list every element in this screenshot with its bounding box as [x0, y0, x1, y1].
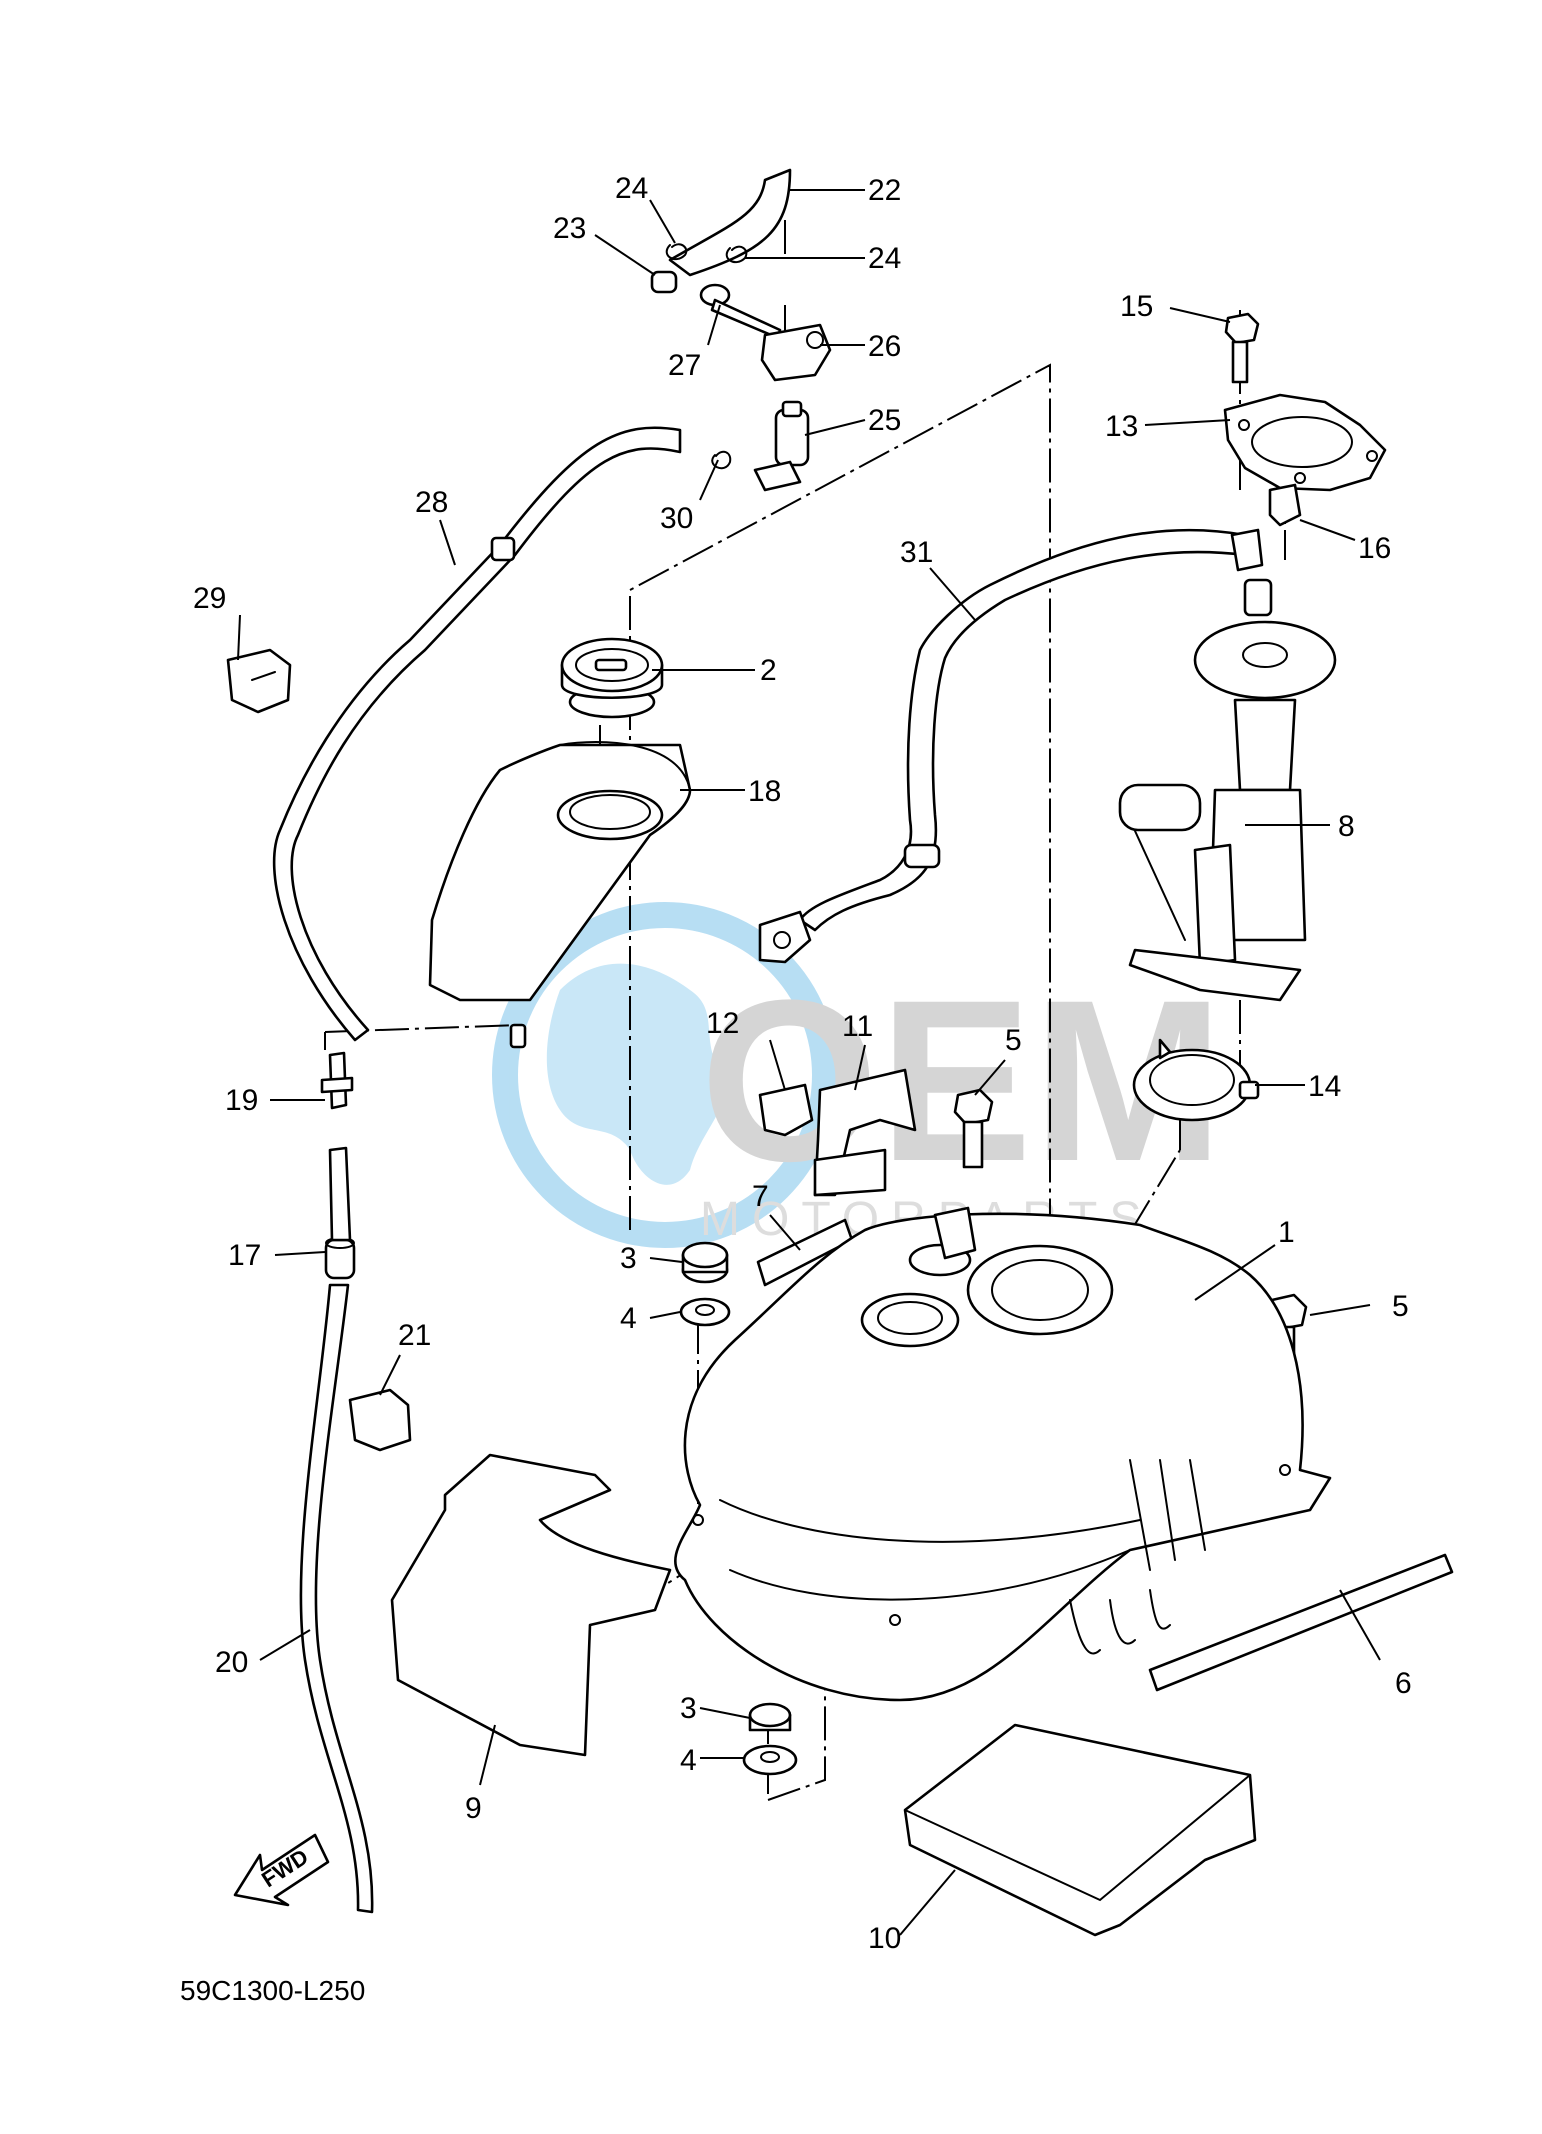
callout-29: 29 [193, 582, 226, 615]
part-3-nut [681, 1241, 729, 1284]
part-3-nut-lower [748, 1702, 792, 1732]
part-19-fitting [320, 1051, 354, 1110]
part-5-bolt [953, 1088, 994, 1169]
callout-27: 27 [668, 349, 701, 382]
callout-24: 24 [868, 242, 901, 275]
part-4-washer [679, 1297, 731, 1327]
callout-19: 19 [225, 1084, 258, 1117]
callout-20: 20 [215, 1646, 248, 1679]
callout-6: 6 [1395, 1667, 1412, 1700]
part-14-ring [1132, 1038, 1260, 1122]
part-22-breather-hose [668, 168, 792, 277]
part-12-clip [758, 1083, 814, 1137]
part-25-valve [753, 400, 810, 492]
callout-21: 21 [398, 1319, 431, 1352]
part-11-pad [813, 1068, 917, 1197]
part-18-tank-cover [428, 741, 692, 1049]
fwd-arrow-icon: FWD [233, 1833, 330, 1907]
part-21-clamp [348, 1388, 412, 1452]
watermark-globe-icon [492, 902, 838, 1248]
callout-4: 4 [680, 1744, 697, 1777]
part-23-cap [650, 270, 678, 294]
callout-16: 16 [1358, 532, 1391, 565]
callout-18: 18 [748, 775, 781, 808]
callouts: 22 24 24 23 27 26 25 30 28 29 31 2 18 15… [193, 172, 1412, 1955]
part-31-fuel-hose [758, 528, 1264, 964]
callout-26: 26 [868, 330, 901, 363]
callout-5: 5 [1392, 1290, 1409, 1323]
part-30-clip [711, 450, 732, 470]
callout-15: 15 [1120, 290, 1153, 323]
part-20-drain-hose [299, 1146, 374, 1914]
callout-3: 3 [620, 1242, 637, 1275]
callout-17: 17 [228, 1239, 261, 1272]
callout-12: 12 [706, 1007, 739, 1040]
leader-lines [237, 189, 1381, 1936]
callout-7: 7 [752, 1180, 769, 1213]
part-13-plate [1223, 393, 1387, 492]
part-29-clamp [226, 648, 292, 714]
callout-1: 1 [1278, 1216, 1295, 1249]
part-28-hose [272, 426, 682, 1042]
callout-14: 14 [1308, 1070, 1341, 1103]
callout-2: 2 [760, 654, 777, 687]
part-10-pad [903, 1723, 1257, 1937]
part-9-cover [390, 1453, 672, 1757]
callout-25: 25 [868, 404, 901, 437]
part-26-holder [760, 323, 832, 382]
callout-10: 10 [868, 1922, 901, 1955]
callout-9: 9 [465, 1792, 482, 1825]
callout-24: 24 [615, 172, 648, 205]
diagram-code: 59C1300-L250 [180, 1975, 365, 2006]
part-4-washer-lower [742, 1744, 798, 1776]
part-2-fuel-cap [560, 637, 664, 719]
callout-13: 13 [1105, 410, 1138, 443]
part-1-fuel-tank [674, 1206, 1332, 1702]
callout-5: 5 [1005, 1024, 1022, 1057]
part-17-grommet [324, 1237, 356, 1280]
callout-8: 8 [1338, 810, 1355, 843]
callout-4: 4 [620, 1302, 637, 1335]
callout-28: 28 [415, 486, 448, 519]
part-16-connector [1268, 483, 1302, 527]
callout-3: 3 [680, 1692, 697, 1725]
callout-31: 31 [900, 536, 933, 569]
callout-30: 30 [660, 502, 693, 535]
callout-11: 11 [842, 1010, 873, 1043]
watermark-continents [546, 963, 726, 1185]
part-8-fuel-pump [1118, 578, 1337, 1002]
part-15-bolt [1224, 312, 1260, 384]
callout-22: 22 [868, 174, 901, 207]
callout-23: 23 [553, 212, 586, 245]
part-6-strip [1148, 1553, 1454, 1692]
